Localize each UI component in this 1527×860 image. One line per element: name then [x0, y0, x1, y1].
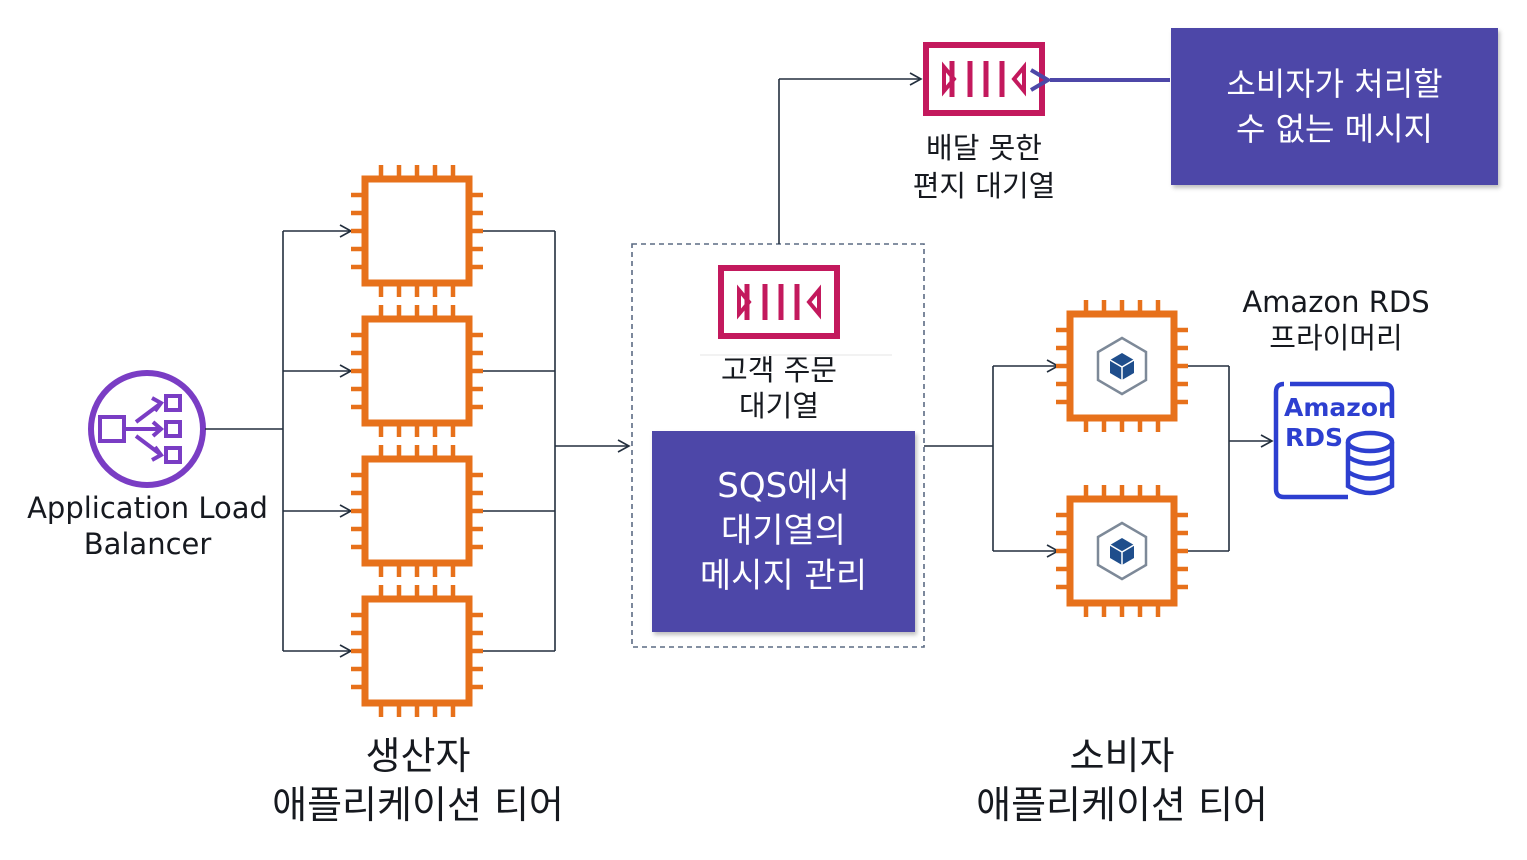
producer-connectors	[483, 230, 631, 652]
ec2-instance-icon	[351, 165, 483, 297]
lb-connectors	[205, 224, 353, 658]
consumer-instances	[1056, 300, 1188, 617]
consumer-connectors	[924, 359, 1060, 558]
customer-order-queue-label: 고객 주문 대기열	[721, 353, 837, 424]
rds-icon-text-amazon: Amazon	[1284, 393, 1396, 422]
ec2-instance-cube-icon	[1056, 485, 1188, 617]
sqs-group-border	[631, 243, 925, 648]
dlq-connector	[778, 72, 923, 244]
ec2-instance-cube-icon	[1056, 300, 1188, 432]
rds-icon-text-rds: RDS	[1285, 423, 1343, 452]
producer-instances	[351, 165, 483, 717]
sqs-queue-icon	[721, 268, 837, 336]
elb-icon	[88, 370, 206, 488]
rds-database-icon: Amazon RDS	[1273, 381, 1396, 500]
sqs-manage-box: SQS에서 대기열의 메시지 관리	[652, 431, 915, 632]
ec2-instance-icon	[351, 305, 483, 437]
rds-label: Amazon RDS 프라이머리	[1242, 285, 1430, 356]
ec2-instance-icon	[351, 445, 483, 577]
ec2-instance-icon	[351, 585, 483, 717]
unprocessable-message-note: 소비자가 처리할 수 없는 메시지	[1171, 28, 1498, 185]
rds-connectors	[1188, 365, 1274, 552]
load-balancer-label: Application Load Balancer	[27, 491, 268, 562]
producer-tier-label: 생산자 애플리케이션 티어	[272, 734, 564, 828]
dead-letter-queue-icon	[926, 45, 1042, 113]
dead-letter-queue-label: 배달 못한 편지 대기열	[912, 131, 1056, 203]
consumer-tier-label: 소비자 애플리케이션 티어	[976, 734, 1268, 828]
